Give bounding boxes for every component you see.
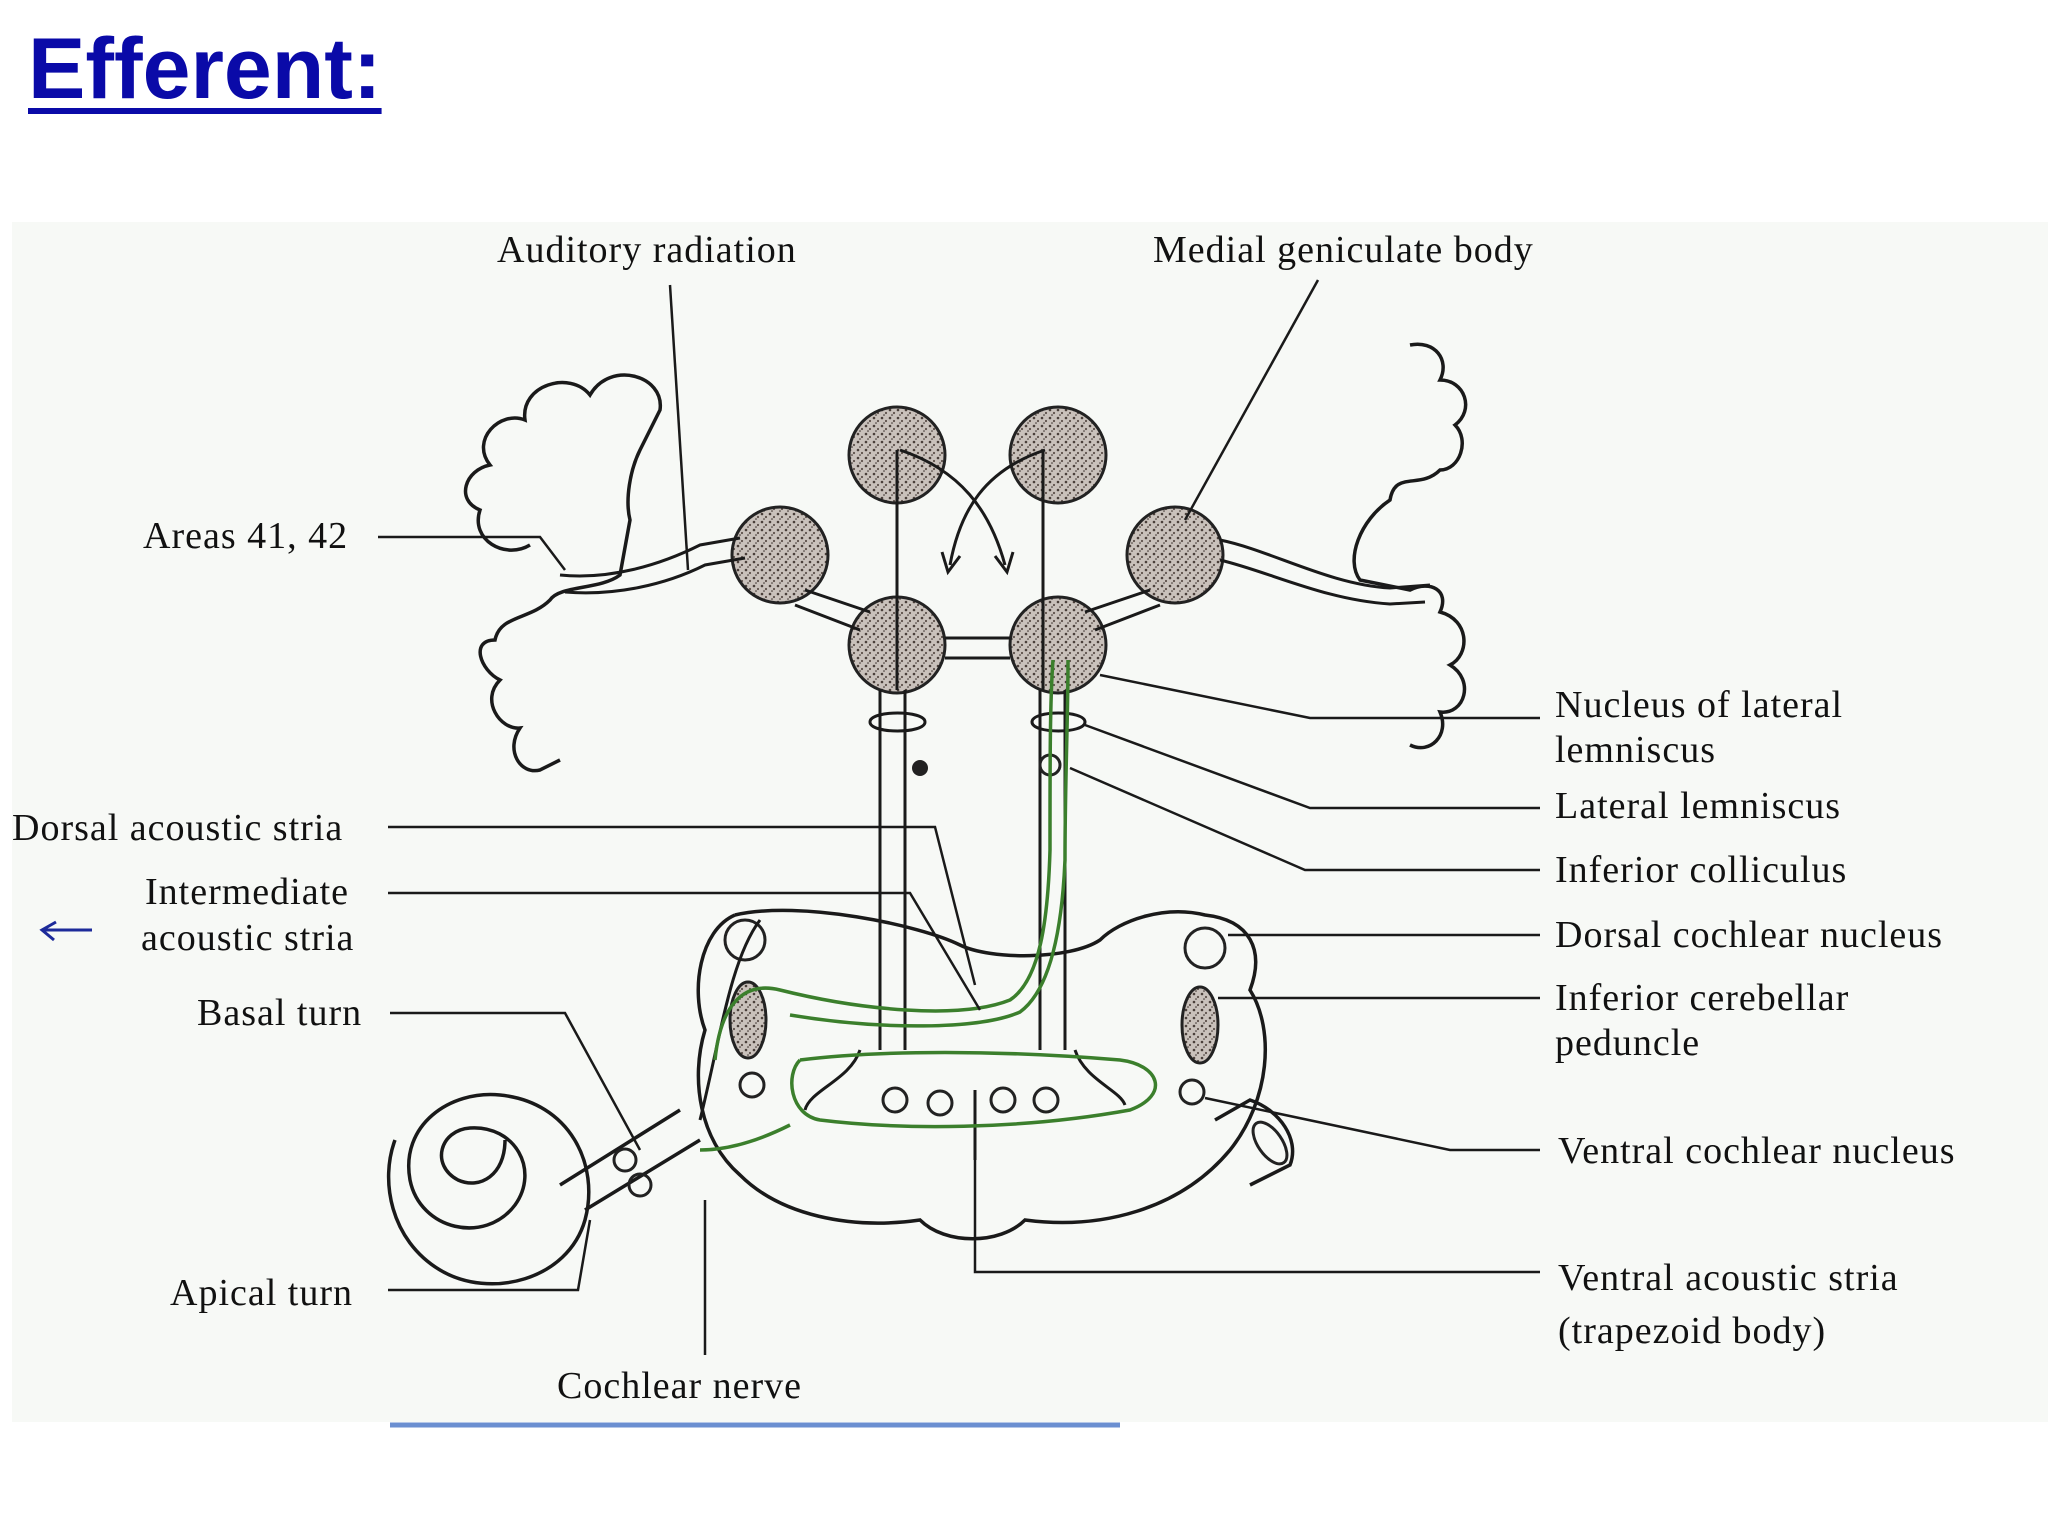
crossing-fiber-right	[948, 448, 1046, 566]
right-auditory-radiation-tract	[1219, 538, 1431, 606]
spiral-ganglion-2	[627, 1172, 653, 1198]
trapezoid-nucleus-4	[1032, 1086, 1060, 1114]
commissure	[945, 636, 1010, 660]
label-lateral-lemniscus: Lateral lemniscus	[1555, 785, 1841, 827]
nerve-fiber-to-medulla	[698, 919, 762, 1121]
efferent-to-cochlea	[699, 1123, 791, 1152]
trapezoid-nucleus-2	[926, 1089, 954, 1117]
leader-ventral-cochlear-nucleus	[1204, 1096, 1540, 1152]
leader-lateral-lemniscus	[1084, 723, 1540, 810]
leader-dorsal-acoustic-stria	[388, 825, 977, 986]
trapezoid-nucleus-3	[989, 1086, 1017, 1114]
left-mgb-to-ic	[794, 588, 871, 632]
ventral-cochlear-nucleus-right	[1178, 1078, 1206, 1106]
dorsal-cochlear-nucleus-right	[1183, 926, 1227, 970]
label-ventral-cochlear-nucleus: Ventral cochlear nucleus	[1558, 1130, 1956, 1172]
label-intermediate-acoustic-stria-line1: Intermediate	[145, 871, 349, 913]
left-lemniscus-loop	[868, 711, 927, 733]
leader-medial-geniculate-body	[1183, 279, 1320, 521]
label-inferior-colliculus: Inferior colliculus	[1555, 849, 1847, 891]
leader-auditory-radiation	[668, 284, 690, 571]
left-auditory-radiation-tract	[559, 536, 746, 595]
label-inferior-cerebellar-peduncle-line2: peduncle	[1555, 1022, 1700, 1064]
right-superior-nucleus	[1008, 405, 1108, 505]
label-auditory-radiation: Auditory radiation	[497, 229, 797, 271]
left-cortex-outline	[463, 373, 662, 773]
dorsal-cochlear-nucleus-left	[723, 918, 767, 962]
label-ventral-acoustic-stria-line1: Ventral acoustic stria	[1558, 1257, 1899, 1299]
left-medial-geniculate-body	[730, 505, 830, 605]
left-lateral-lemniscus	[878, 690, 907, 1050]
leader-apical-turn	[388, 1219, 592, 1292]
label-dorsal-acoustic-stria: Dorsal acoustic stria	[12, 807, 343, 849]
label-apical-turn: Apical turn	[170, 1272, 353, 1314]
efferent-pathway-green	[699, 659, 1158, 1152]
label-cochlear-nerve: Cochlear nerve	[557, 1365, 802, 1407]
leader-ventral-acoustic-stria	[973, 1160, 1540, 1274]
leader-nucleus-lateral-lemniscus	[1099, 673, 1540, 720]
left-inferior-cerebellar-peduncle	[728, 980, 768, 1060]
leader-intermediate-acoustic-stria	[388, 891, 982, 1011]
crossing-fiber-left	[899, 448, 1007, 566]
label-basal-turn: Basal turn	[197, 992, 362, 1034]
efferent-trapezoid-loop	[790, 1050, 1158, 1129]
right-inferior-cerebellar-peduncle	[1180, 985, 1220, 1065]
label-nucleus-lateral-lemniscus-line1: Nucleus of lateral	[1555, 684, 1843, 726]
right-nerve-stub	[1214, 1098, 1295, 1187]
ventral-cochlear-nucleus-left	[738, 1071, 766, 1099]
arrowhead-right	[993, 551, 1015, 576]
label-areas: Areas 41, 42	[143, 515, 348, 557]
leader-basal-turn	[390, 1011, 642, 1151]
right-mgb-to-ic	[1084, 588, 1161, 632]
medulla-outline	[696, 908, 1267, 1241]
label-intermediate-acoustic-stria-line2: acoustic stria	[141, 917, 354, 959]
trapezoid-nucleus-1	[881, 1086, 909, 1114]
efferent-olivocochlear-bundle	[713, 659, 1070, 1061]
right-lemniscus-loop	[1030, 711, 1087, 733]
right-inferior-colliculus	[1008, 595, 1108, 695]
label-dorsal-cochlear-nucleus: Dorsal cochlear nucleus	[1555, 914, 1943, 956]
slide-title: Efferent:	[28, 21, 382, 117]
right-medial-geniculate-body	[1125, 505, 1225, 605]
label-inferior-cerebellar-peduncle-line1: Inferior cerebellar	[1555, 977, 1849, 1019]
label-medial-geniculate-body: Medial geniculate body	[1153, 229, 1534, 271]
cochlea-spiral	[386, 1092, 591, 1286]
leader-inferior-colliculus	[1069, 766, 1540, 872]
left-lemniscus-nucleus	[912, 760, 928, 776]
arrowhead-left	[940, 551, 962, 576]
spiral-ganglion-1	[612, 1147, 638, 1173]
handwritten-arrow	[39, 920, 92, 942]
right-nerve-stub-end	[1251, 1120, 1289, 1166]
right-cortex-outline	[1352, 342, 1468, 750]
label-nucleus-lateral-lemniscus-line2: lemniscus	[1555, 729, 1716, 771]
label-ventral-acoustic-stria-line2: (trapezoid body)	[1558, 1310, 1826, 1352]
leader-areas	[378, 535, 566, 571]
